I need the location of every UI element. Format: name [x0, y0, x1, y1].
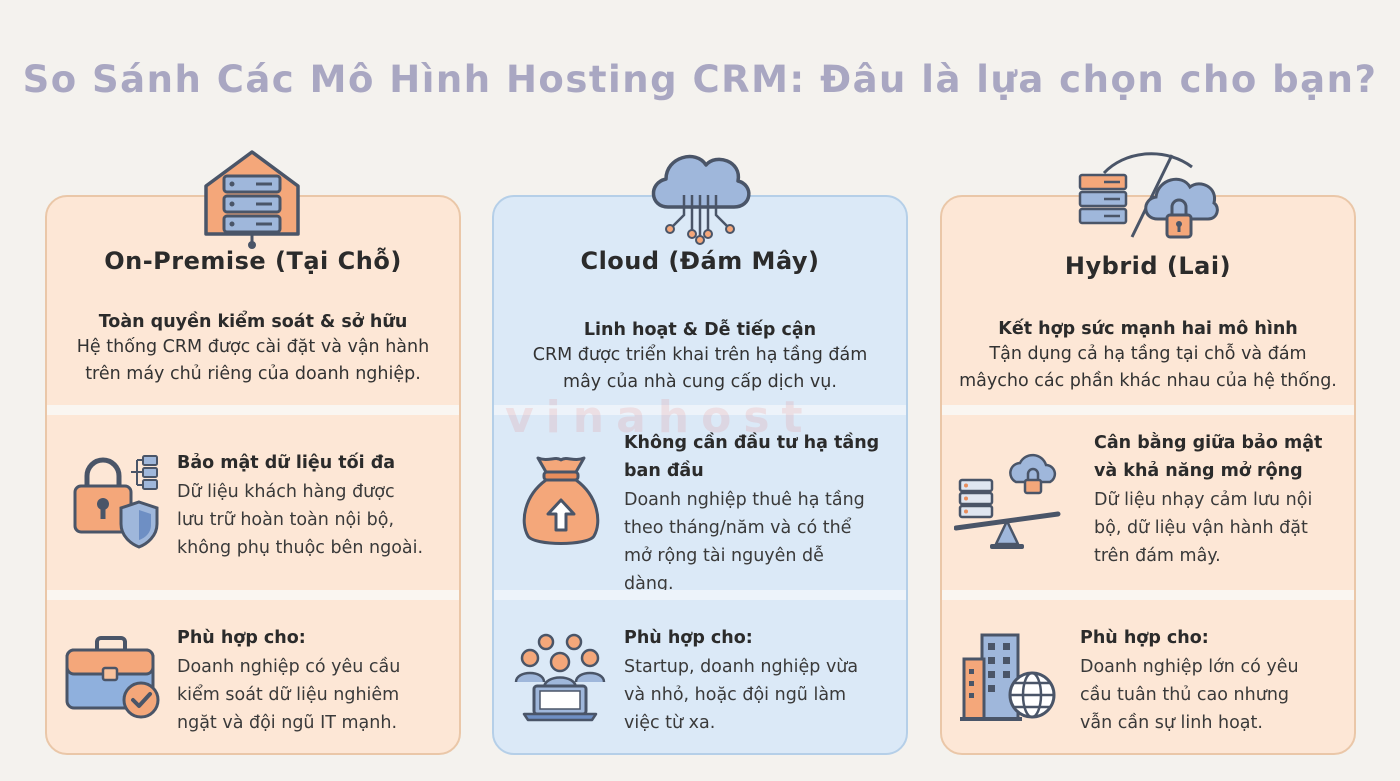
intro-line: Tận dụng cả hạ tầng tại chỗ và đám: [989, 344, 1307, 364]
fit-line: cầu tuân thủ cao nhưng: [1080, 685, 1290, 705]
feature-line: Doanh nghiệp thuê hạ tầng: [624, 490, 865, 510]
feature-heading: Bảo mật dữ liệu tối đa: [177, 453, 396, 473]
intro-heading: Linh hoạt & Dễ tiếp cận: [583, 320, 817, 340]
section-divider: [942, 405, 1354, 415]
feature-line: bộ, dữ liệu vận hành đặt: [1094, 518, 1308, 538]
feature-item: Không cần đầu tư hạ tầng ban đầu Doanh n…: [624, 429, 879, 598]
feature-item: Cân bằng giữa bảo mật và khả năng mở rộn…: [1094, 429, 1322, 570]
section-divider: [47, 405, 459, 415]
cloud-network-icon: [651, 154, 751, 245]
page-title: So Sánh Các Mô Hình Hosting CRM: Đâu là …: [22, 58, 1378, 101]
building-globe-icon: [960, 633, 1056, 721]
feature-heading: ban đầu: [624, 461, 704, 481]
intro-heading: Toàn quyền kiểm soát & sở hữu: [98, 312, 408, 332]
fit-heading: Phù hợp cho:: [1080, 628, 1209, 648]
feature-line: mở rộng tài nguyên dễ: [624, 546, 824, 566]
card-on-premise: On-Premise (Tại Chỗ) Toàn quyền kiểm soá…: [45, 195, 461, 755]
feature-line: Dữ liệu khách hàng được: [177, 482, 395, 502]
feature-line: theo tháng/năm và có thể: [624, 518, 852, 538]
balance-scale-icon: [954, 453, 1061, 549]
section-divider: [47, 590, 459, 600]
card-title: Hybrid (Lai): [1064, 252, 1232, 280]
fit-line: Doanh nghiệp có yêu cầu: [177, 657, 401, 677]
remote-team-icon: [514, 633, 606, 722]
feature-line: trên đám mây.: [1094, 546, 1221, 566]
feature-heading: Cân bằng giữa bảo mật: [1094, 433, 1323, 453]
server-house-icon: [204, 150, 300, 249]
fit-heading: Phù hợp cho:: [177, 628, 306, 648]
section-divider: [494, 405, 906, 415]
fit-line: ngặt và đội ngũ IT mạnh.: [177, 713, 398, 733]
card-title: Cloud (Đám Mây): [580, 247, 820, 275]
fit-line: và nhỏ, hoặc đội ngũ làm: [624, 685, 847, 705]
feature-line: Dữ liệu nhạy cảm lưu nội: [1094, 490, 1313, 510]
fit-item: Phù hợp cho: Doanh nghiệp lớn có yêu cầu…: [1080, 624, 1299, 737]
card-title: On-Premise (Tại Chỗ): [104, 247, 402, 275]
card-hybrid: Hybrid (Lai) Kết hợp sức mạnh hai mô hìn…: [940, 195, 1356, 755]
intro-line: mây của nhà cung cấp dịch vụ.: [563, 372, 837, 392]
intro-line: trên máy chủ riêng của doanh nghiệp.: [85, 364, 421, 384]
card-intro: Linh hoạt & Dễ tiếp cận CRM được triển k…: [494, 320, 906, 396]
card-cloud: Cloud (Đám Mây) Linh hoạt & Dễ tiếp cận …: [492, 195, 908, 755]
fit-line: Startup, doanh nghiệp vừa: [624, 657, 859, 677]
feature-line: không phụ thuộc bên ngoài.: [177, 538, 424, 558]
feature-heading: và khả năng mở rộng: [1094, 461, 1303, 481]
fit-item: Phù hợp cho: Doanh nghiệp có yêu cầu kiể…: [177, 624, 400, 737]
intro-line: mâycho các phần khác nhau của hệ thống.: [959, 371, 1337, 391]
fit-item: Phù hợp cho: Startup, doanh nghiệp vừa v…: [624, 624, 858, 737]
feature-item: Bảo mật dữ liệu tối đa Dữ liệu khách hàn…: [177, 449, 423, 562]
fit-heading: Phù hợp cho:: [624, 628, 753, 648]
money-bag-icon: [522, 456, 600, 545]
intro-line: CRM được triển khai trên hạ tầng đám: [532, 345, 868, 365]
watermark: vinahost: [505, 392, 815, 443]
fit-line: việc từ xa.: [624, 713, 716, 733]
fit-line: kiểm soát dữ liệu nghiêm: [177, 685, 400, 705]
briefcase-check-icon: [65, 636, 160, 719]
fit-line: vẫn cần sự linh hoạt.: [1080, 713, 1263, 733]
feature-heading: Không cần đầu tư hạ tầng: [624, 433, 880, 453]
feature-line: lưu trữ hoàn toàn nội bộ,: [177, 510, 395, 530]
server-cloud-lock-icon: [1078, 152, 1219, 239]
card-intro: Toàn quyền kiểm soát & sở hữu Hệ thống C…: [47, 312, 459, 388]
fit-line: Doanh nghiệp lớn có yêu: [1080, 657, 1299, 677]
lock-shield-icon: [73, 455, 159, 549]
section-divider: [942, 590, 1354, 600]
intro-line: Hệ thống CRM được cài đặt và vận hành: [76, 337, 430, 357]
feature-line: dàng.: [624, 574, 674, 594]
card-intro: Kết hợp sức mạnh hai mô hình Tận dụng cả…: [942, 319, 1354, 395]
section-divider: [494, 590, 906, 600]
intro-heading: Kết hợp sức mạnh hai mô hình: [998, 319, 1298, 339]
